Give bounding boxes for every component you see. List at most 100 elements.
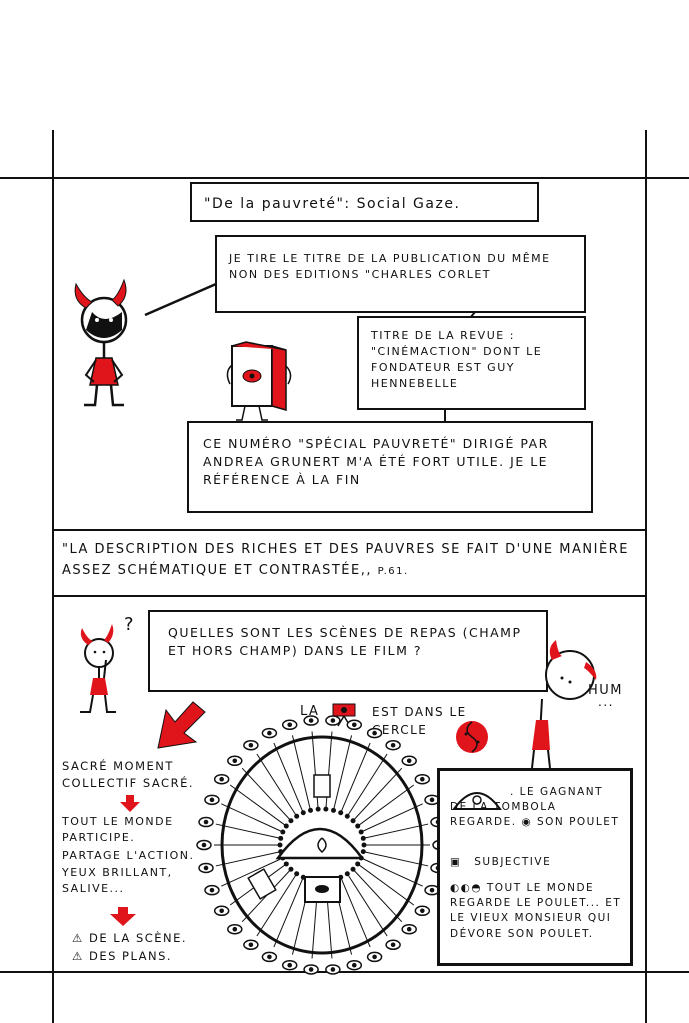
spectator-eye-icon <box>385 939 401 951</box>
question-text: Quelles sont les scènes de repas (champ … <box>168 625 522 659</box>
arrow-head <box>360 835 366 841</box>
question-box: Quelles sont les scènes de repas (champ … <box>148 610 548 692</box>
panel-border-top <box>0 177 689 179</box>
gaze-arrow <box>256 873 298 937</box>
arrow-head <box>280 829 286 835</box>
speech-bubble-numero: Ce numéro "spécial pauvreté" dirigé par … <box>187 421 593 513</box>
arrow-head <box>288 818 294 824</box>
three-eyes-icon: ◐◐◓ <box>450 882 482 894</box>
quote-body: "La description des riches et des pauvre… <box>62 542 629 578</box>
spectator-eye-icon <box>261 727 278 739</box>
legend-box: . Le gagnant de la tombola regarde. ◉ so… <box>437 768 633 966</box>
gaze-arrow <box>340 742 371 813</box>
warning-icon: ⚠ <box>72 931 84 945</box>
camera-frame-top <box>313 774 331 798</box>
spectator-eye-icon <box>385 739 401 751</box>
gaze-arrow <box>346 873 388 937</box>
spectator-eye-icon <box>414 773 431 785</box>
spectator-eye-icon <box>401 923 417 935</box>
arrow-head <box>315 806 321 812</box>
note-warning-scene: ⚠ de la scène. <box>72 930 187 947</box>
arrow-head <box>330 807 336 813</box>
gaze-arrow <box>357 863 415 906</box>
arrow-head <box>278 835 284 841</box>
legend-subjective-text: subjective <box>474 856 552 868</box>
spectator-eye-icon <box>303 715 319 726</box>
red-arrow-down-left-icon <box>157 701 206 749</box>
spectator-eye-icon <box>261 951 278 963</box>
panel-border-2 <box>52 595 647 597</box>
spectator-eye-icon <box>213 773 230 785</box>
camera-caption-rest: est dans le cercle <box>372 705 467 737</box>
warning-shots-text: des plans. <box>88 949 173 963</box>
gaze-arrow <box>221 803 284 833</box>
devil-character-narrator <box>74 278 128 407</box>
devil-character-small <box>80 624 116 713</box>
spectator-eye-icon <box>243 939 259 951</box>
legend-item-winner: . Le gagnant de la tombola regarde. ◉ so… <box>450 785 625 831</box>
arrow-head <box>338 810 344 816</box>
spectator-eye-icon <box>424 884 440 896</box>
panel-border-1 <box>52 529 647 531</box>
arrow-head <box>358 829 364 835</box>
legend-item-subjective: ▣ subjective <box>450 855 551 870</box>
arrow-head <box>350 818 356 824</box>
legend-everyone-text: Tout le monde regarde le poulet... et le… <box>450 882 622 940</box>
arrow-head <box>300 810 306 816</box>
book-character <box>226 341 292 421</box>
gaze-arrow <box>346 753 388 817</box>
arrow-head <box>277 842 283 848</box>
arrow-head <box>355 861 361 867</box>
hum-text: Hum <box>588 683 624 698</box>
gaze-arrow <box>215 851 281 867</box>
arrow-head <box>283 861 289 867</box>
gaze-arrow <box>360 803 423 833</box>
gaze-arrow <box>221 857 284 887</box>
gaze-arrow <box>357 784 415 827</box>
note-shining-eyes: Yeux brillant, salive... <box>62 866 173 895</box>
devil-character-thinking <box>531 640 597 769</box>
spectator-eye-icon <box>366 727 383 739</box>
gutter-left <box>52 130 54 1023</box>
gaze-arrow <box>363 851 429 867</box>
spectator-eye-icon <box>281 959 298 971</box>
arrow-head <box>308 807 314 813</box>
question-mark: ? <box>124 614 136 635</box>
spectator-eye-icon <box>414 905 431 917</box>
arrow-head <box>360 849 366 855</box>
red-arrow-down-icon-1 <box>120 795 140 812</box>
note-sacred-moment: Sacré moment collectif sacré. <box>62 759 194 790</box>
camera-eye-icon: ▣ <box>450 856 462 868</box>
arrow-head <box>344 813 350 819</box>
gaze-arrow <box>352 767 403 822</box>
small-eye-icon: ◉ <box>521 816 533 829</box>
warning-icon: ⚠ <box>72 949 84 963</box>
gaze-arrow <box>256 753 298 817</box>
note-warning-shots: ⚠ des plans. <box>72 948 172 965</box>
title-caption: "De la pauvreté": Social Gaze. <box>204 196 461 212</box>
gaze-arrow <box>273 877 304 948</box>
speech-text-publication: Je tire le titre de la publication du mê… <box>229 252 551 281</box>
arrow-head <box>283 823 289 829</box>
arrow-head <box>294 871 300 877</box>
spectator-eye-icon <box>198 862 214 874</box>
spectator-eye-icon <box>243 739 259 751</box>
spectator-eye-icon <box>213 905 230 917</box>
gaze-arrow <box>215 823 281 839</box>
camera-caption-la: La <box>300 704 320 719</box>
spectator-eye-icon <box>196 839 212 851</box>
eye-dome-icon <box>452 792 502 810</box>
gaze-arrow <box>363 823 429 839</box>
gaze-arrow <box>333 735 353 811</box>
gaze-arrow <box>273 742 304 813</box>
spectator-eye-icon <box>325 715 341 726</box>
gutter-right <box>645 130 647 1023</box>
hum-dots: ... <box>598 695 614 709</box>
arrow-head <box>350 866 356 872</box>
speech-bubble-publication: Je tire le titre de la publication du mê… <box>215 235 586 313</box>
gaze-arrow <box>340 877 371 948</box>
spectator-eye-icon <box>204 884 220 896</box>
page-reference: P.61. <box>377 565 409 577</box>
legend-item-everyone: ◐◐◓ Tout le monde regarde le poulet... e… <box>450 881 630 942</box>
